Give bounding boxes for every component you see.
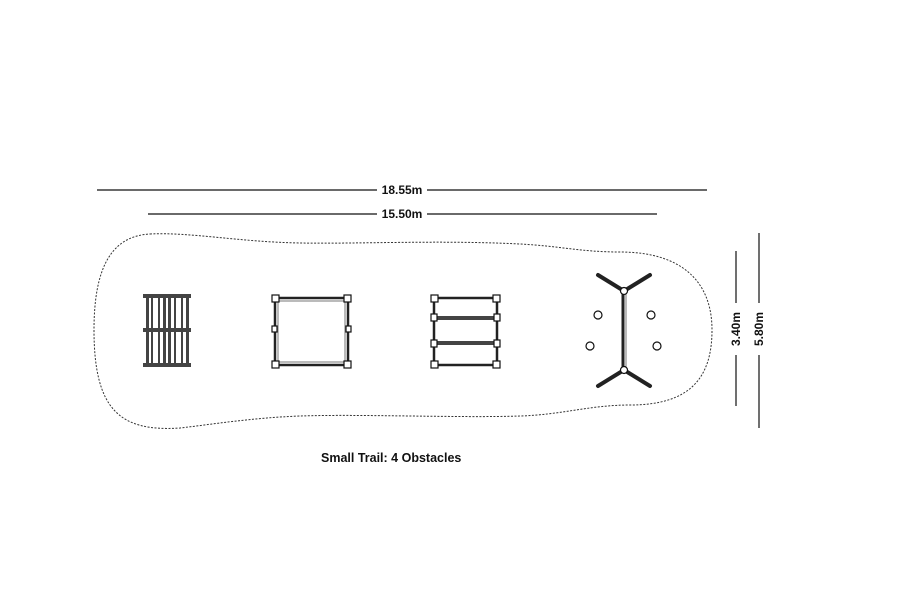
obstacle-crossbar-frame — [430, 294, 501, 369]
overall-length-label: 18.55m — [382, 183, 423, 197]
obstacle-ladder-frame — [143, 294, 191, 367]
diagram-caption: Small Trail: 4 Obstacles — [321, 451, 461, 465]
inner-width-dimension: 3.40m — [729, 251, 743, 406]
inner-length-label: 15.50m — [382, 207, 423, 221]
obstacle-balance-beam — [585, 273, 662, 388]
overall-width-dimension: 5.80m — [752, 233, 766, 428]
inner-width-label: 3.40m — [729, 312, 743, 346]
inner-length-dimension: 15.50m — [148, 207, 657, 221]
safety-zone-outline — [93, 233, 713, 429]
obstacle-square-frame — [271, 294, 352, 369]
overall-width-label: 5.80m — [752, 312, 766, 346]
overall-length-dimension: 18.55m — [97, 183, 707, 197]
